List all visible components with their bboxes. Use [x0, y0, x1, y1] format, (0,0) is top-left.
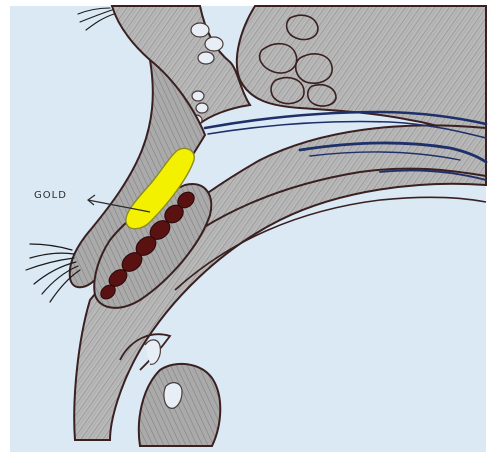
gold-label: GOLD	[34, 190, 67, 201]
